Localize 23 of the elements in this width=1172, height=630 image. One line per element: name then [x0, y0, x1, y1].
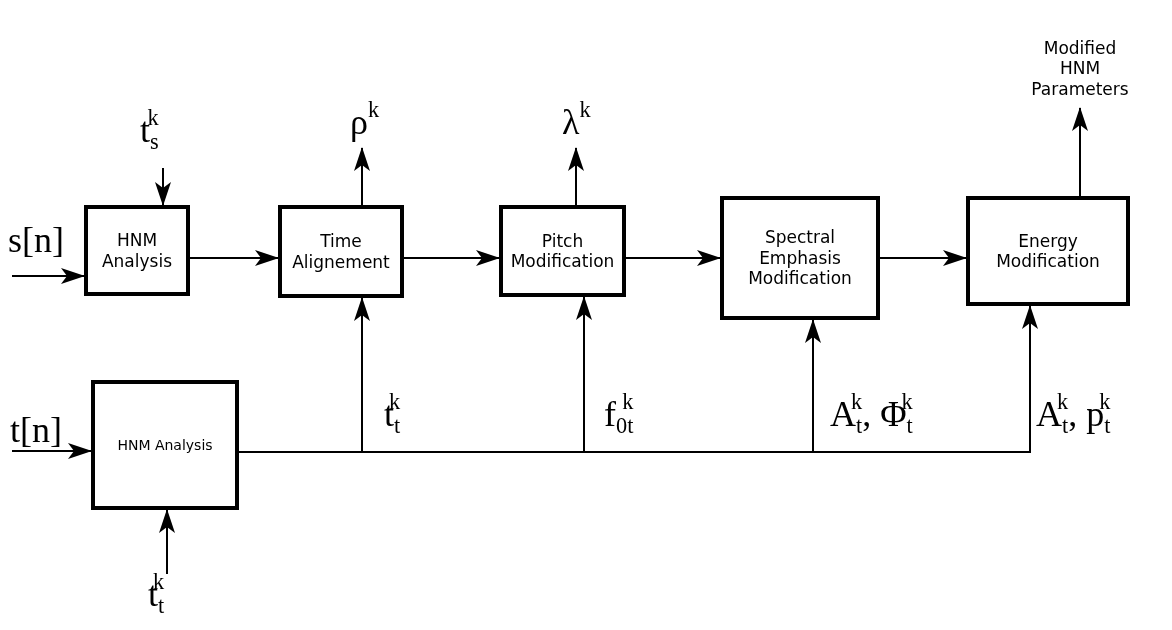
arrow [11, 268, 85, 284]
arrow [11, 443, 92, 459]
arrow [879, 250, 967, 266]
box-label: Spectral Emphasis Modification [747, 227, 853, 289]
process-box [499, 205, 626, 297]
arrow [155, 167, 171, 206]
box-label: Pitch Modification [509, 230, 616, 272]
box-label: HNM Analysis [100, 230, 173, 271]
process-box [966, 196, 1130, 306]
arrow [1072, 107, 1088, 197]
arrow [403, 250, 500, 266]
process-box [84, 205, 190, 296]
box-label: HNM Analysis [116, 436, 214, 454]
process-box [278, 205, 404, 298]
arrow [354, 147, 370, 206]
arrow [159, 509, 175, 575]
process-box [91, 380, 239, 510]
arrow [189, 250, 279, 266]
box-label: Energy Modification [995, 230, 1101, 272]
process-box [720, 196, 880, 320]
arrow [625, 250, 721, 266]
arrow [568, 147, 584, 206]
box-label: Time Alignement [291, 231, 391, 272]
